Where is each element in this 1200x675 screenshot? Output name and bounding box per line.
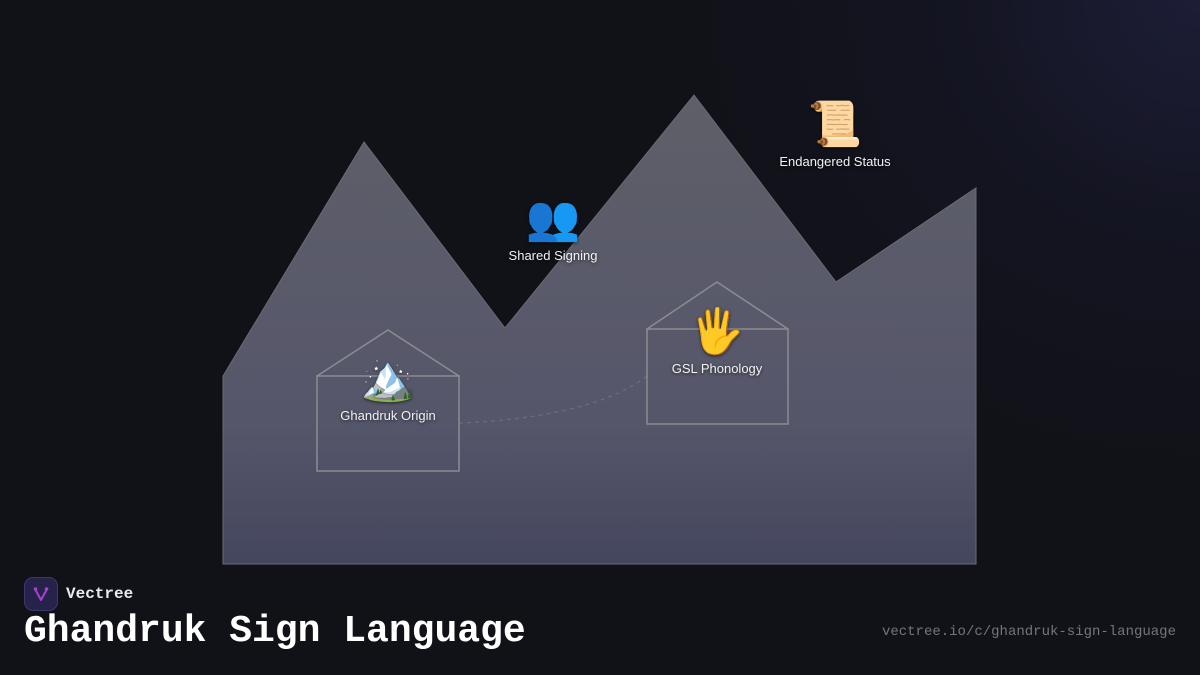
page-url[interactable]: vectree.io/c/ghandruk-sign-language [881,624,1176,640]
node-label: Ghandruk Origin [340,408,436,423]
connector-ghandruk-to-gsl [458,375,648,424]
brand: Vectree [24,577,133,611]
node-label: GSL Phonology [671,361,763,376]
node-endangered-status[interactable]: 📜 Endangered Status [779,99,891,170]
node-label: Shared Signing [508,248,598,263]
node-frame-gsl-phonology [646,281,789,425]
mountain-silhouette [222,94,977,565]
node-ghandruk-origin[interactable]: 🏔️ Ghandruk Origin [340,353,436,424]
node-label: Endangered Status [779,154,891,169]
mountain-icon: 🏔️ [360,353,416,404]
node-gsl-phonology[interactable]: 🖐️ GSL Phonology [671,306,763,377]
page-title: Ghandruk Sign Language [24,610,526,653]
node-frame-ghandruk-origin [316,329,460,472]
vectree-logo-icon [24,577,58,611]
node-shared-signing[interactable]: 👥 Shared Signing [508,193,598,264]
raised-hand-icon: 🖐️ [689,306,745,357]
brand-name: Vectree [66,585,134,603]
people-icon: 👥 [525,193,581,244]
scroll-icon: 📜 [807,99,863,150]
